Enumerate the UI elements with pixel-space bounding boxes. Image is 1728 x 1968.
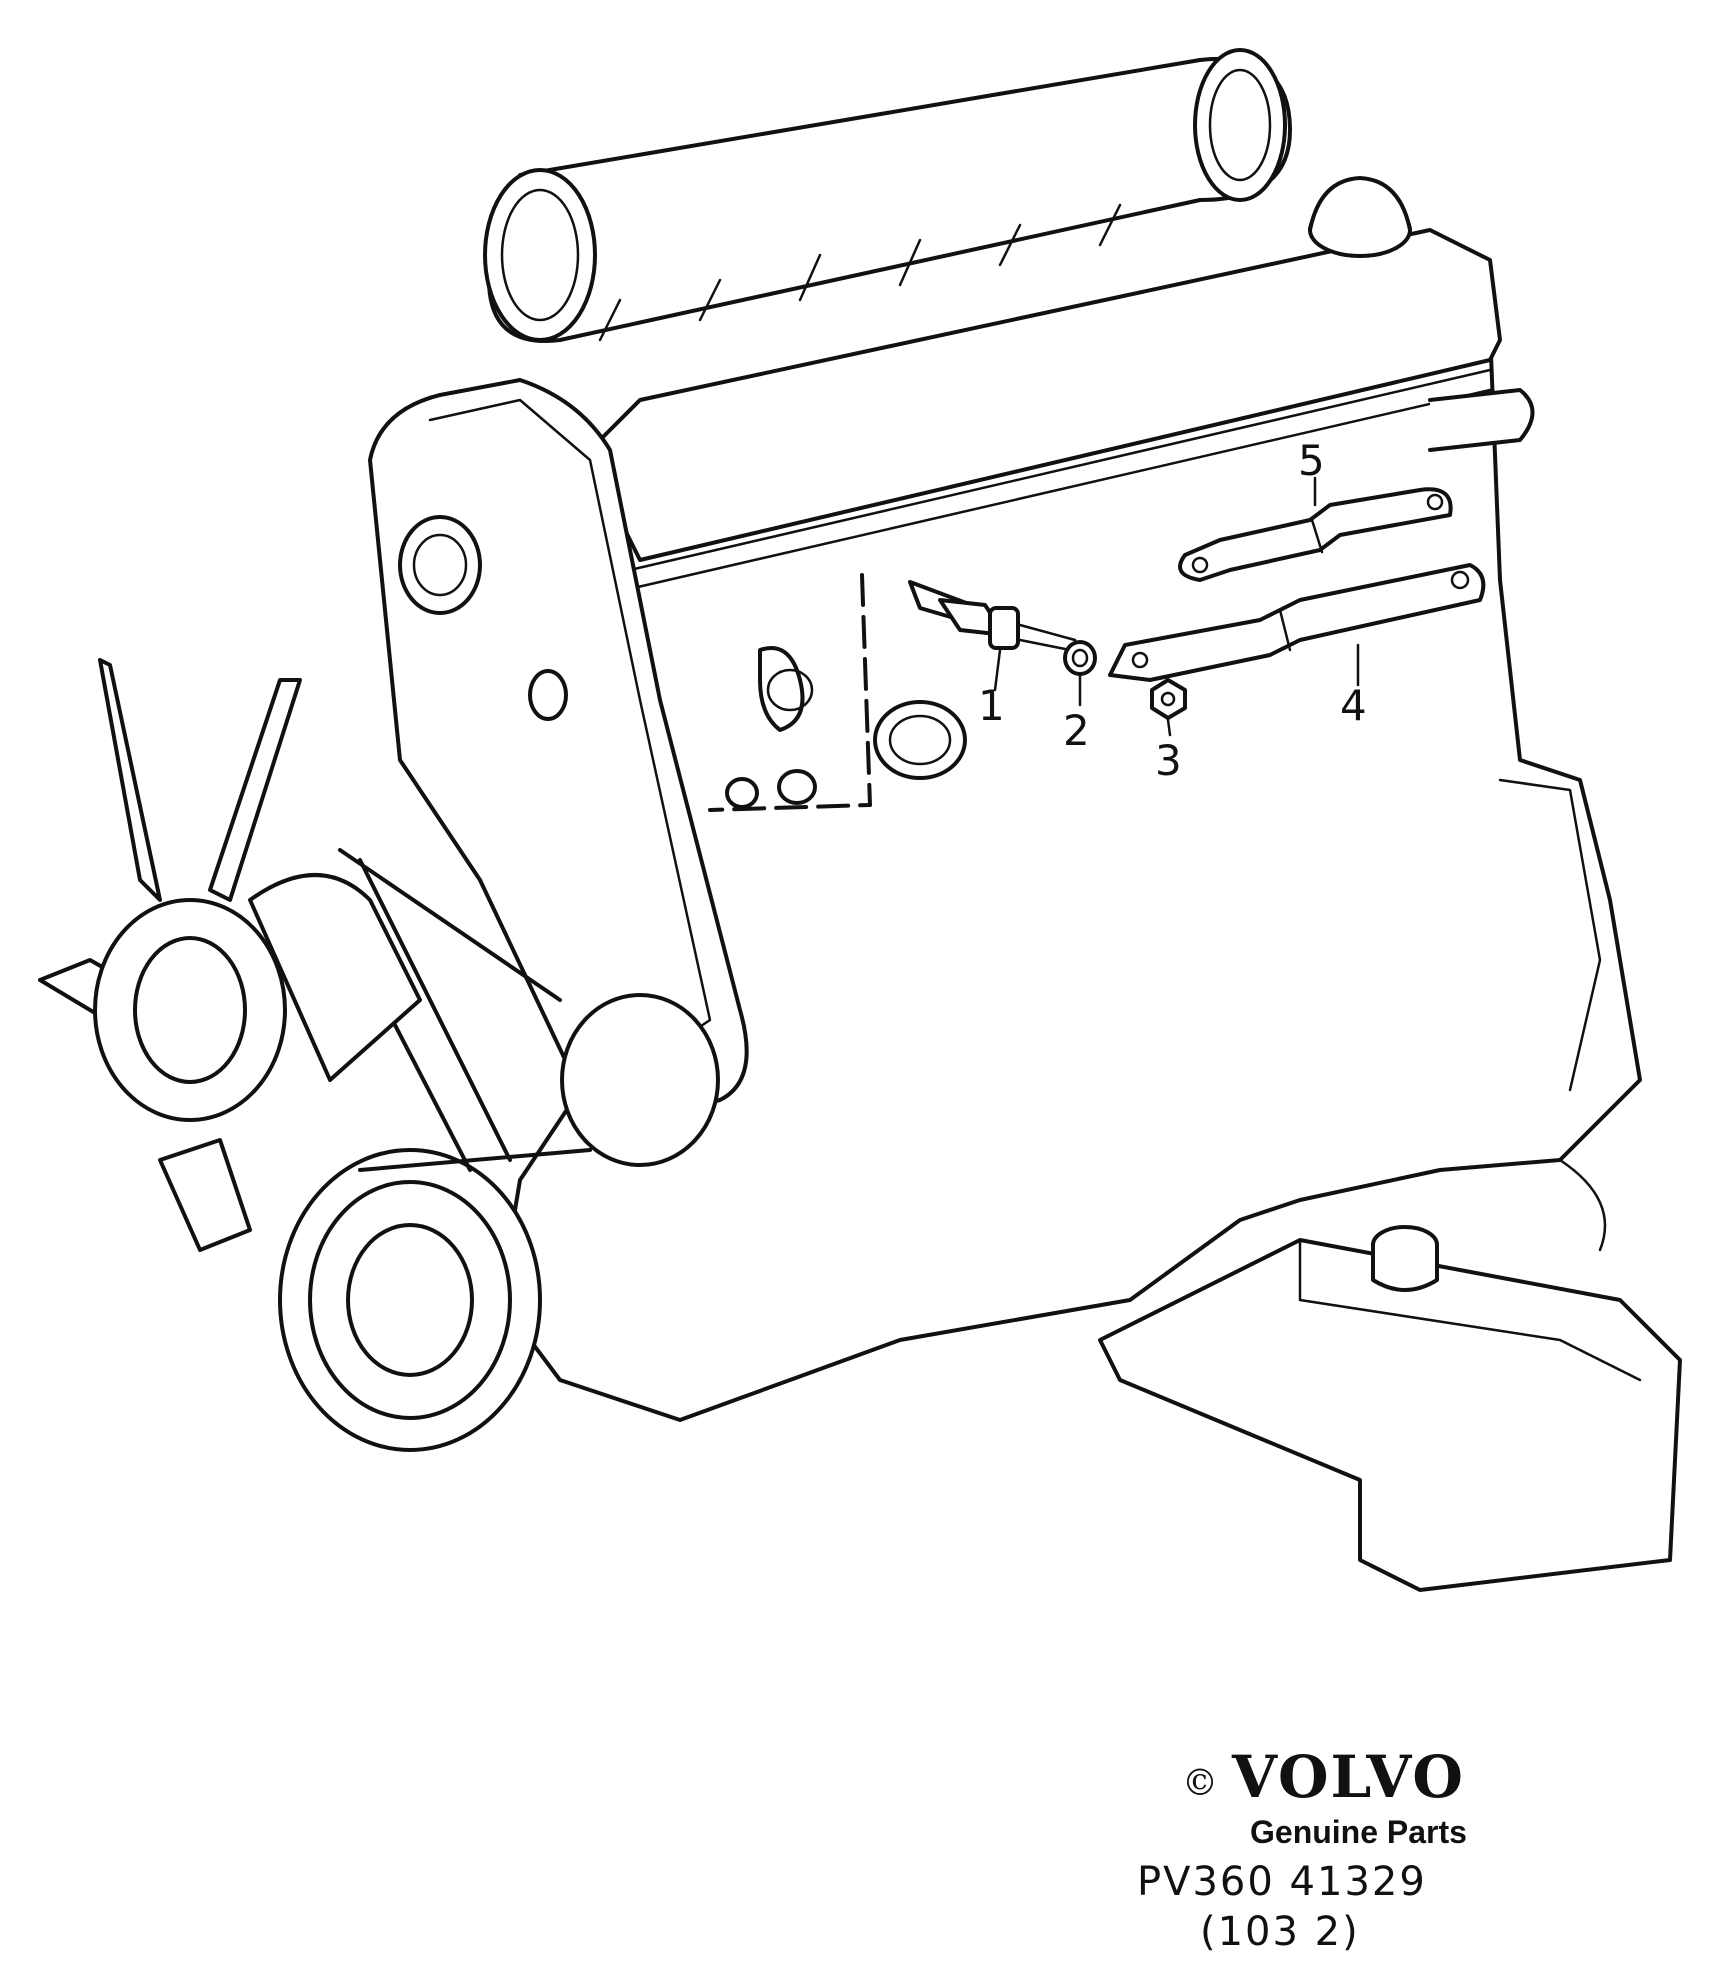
engine-block bbox=[38, 48, 1682, 1592]
part-4-bracket bbox=[1108, 563, 1486, 682]
brand-logo: VOLVO bbox=[1231, 1743, 1465, 1811]
copyright-symbol: © bbox=[1182, 1763, 1218, 1804]
callout-5: 5 bbox=[1298, 436, 1325, 485]
callout-3: 3 bbox=[1155, 736, 1182, 785]
part-1-sender bbox=[908, 580, 1077, 652]
part-3-nut bbox=[1150, 678, 1187, 720]
tagline: Genuine Parts bbox=[1250, 1814, 1467, 1850]
callout-leaders bbox=[993, 476, 1360, 737]
part-ref: (103 2) bbox=[1200, 1909, 1360, 1955]
callout-1: 1 bbox=[978, 681, 1005, 730]
part-2-washer bbox=[1063, 640, 1097, 676]
part-5-bracket bbox=[1178, 487, 1453, 582]
callout-4: 4 bbox=[1340, 681, 1367, 730]
part-code: PV360 41329 bbox=[1137, 1859, 1427, 1905]
callout-2: 2 bbox=[1063, 706, 1090, 755]
